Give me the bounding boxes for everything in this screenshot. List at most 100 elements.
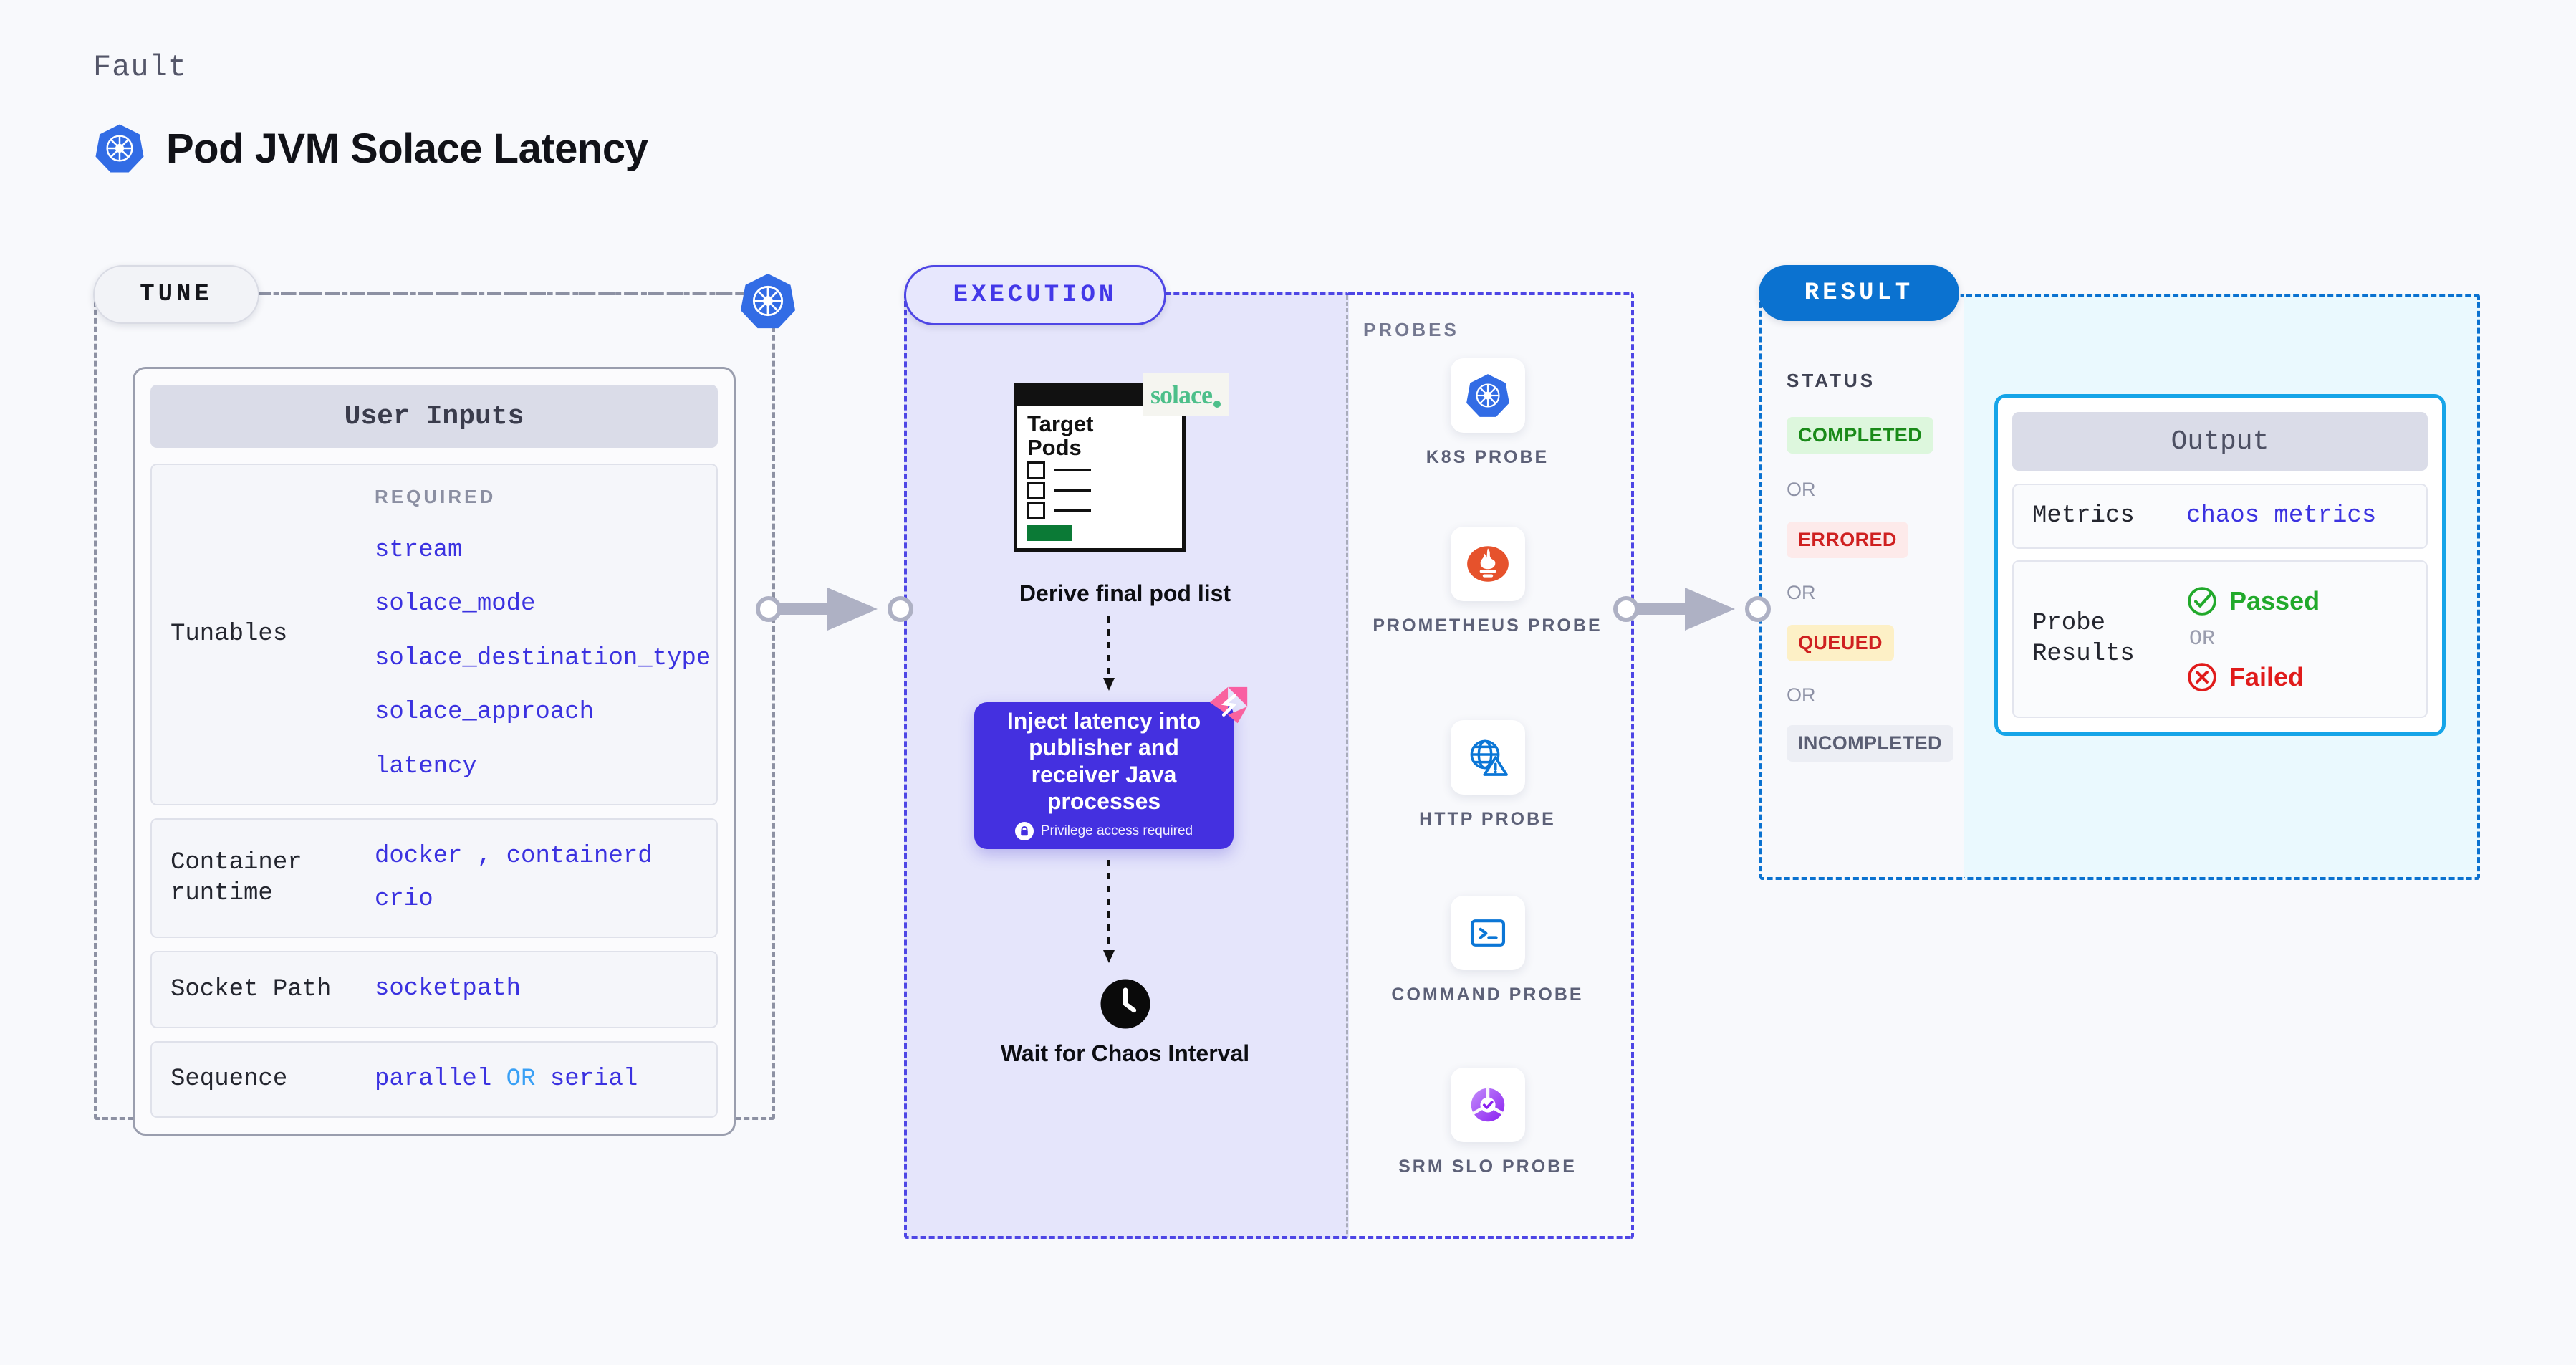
kubernetes-icon (95, 124, 144, 173)
tune-dashed-connector (258, 292, 752, 295)
probe-item-k8s[interactable]: K8S PROBE (1346, 358, 1629, 470)
probe-label: COMMAND PROBE (1391, 985, 1584, 1005)
tune-to-execution-arrow (756, 588, 913, 631)
check-circle-icon (2188, 586, 2216, 616)
chaos-fault-marker-icon (1209, 686, 1248, 724)
result-stage-pill[interactable]: RESULT (1759, 265, 1959, 321)
status-or-label: OR (1787, 479, 1816, 500)
output-row-probe-results: Probe Results Passed OR Failed (2012, 560, 2428, 718)
runtime-docker: docker (375, 843, 463, 870)
probe-verdicts: Passed OR Failed (2186, 585, 2320, 693)
probes-section-container (1346, 292, 1634, 1239)
output-row-metrics: Metrics chaos metrics (2012, 484, 2428, 549)
terminal-icon (1470, 919, 1505, 947)
sequence-or: OR (506, 1065, 536, 1093)
tune-row-container-runtime: Container runtime docker , containerd cr… (150, 818, 718, 938)
output-row-value: chaos metrics (2186, 502, 2377, 530)
derive-final-pod-list-label: Derive final pod list (1019, 580, 1231, 606)
status-badge-errored: ERRORED (1787, 522, 1908, 558)
sequence-parallel: parallel (375, 1065, 492, 1093)
output-title: Output (2012, 412, 2428, 471)
status-title: STATUS (1787, 370, 1876, 391)
target-pod-list-item (1017, 479, 1182, 500)
execution-to-result-arrow (1613, 588, 1771, 631)
probe-verdict-or: OR (2189, 626, 2216, 651)
tune-stage-pill[interactable]: TUNE (93, 265, 259, 324)
tune-row-key: Socket Path (170, 975, 332, 1003)
solace-logo: solace (1143, 373, 1229, 416)
inject-to-wait-arrow (1103, 860, 1115, 963)
checkbox-icon (1027, 461, 1045, 480)
wait-for-chaos-interval-label: Wait for Chaos Interval (1000, 1040, 1250, 1066)
derive-to-inject-arrow (1103, 616, 1115, 691)
probe-label: PROMETHEUS PROBE (1373, 616, 1602, 636)
tune-row-key: Container runtime (170, 849, 302, 907)
tunable-solace-mode: solace_mode (375, 590, 536, 618)
privilege-note-text: Privilege access required (1040, 823, 1193, 839)
failed-label: Failed (2229, 661, 2305, 691)
inject-latency-text: Inject latency into publisher and receiv… (1006, 707, 1201, 814)
tunable-solace-approach: solace_approach (375, 699, 595, 726)
probe-tile (1450, 527, 1525, 601)
status-badge-completed: COMPLETED (1787, 417, 1934, 454)
passed-label: Passed (2229, 585, 2320, 616)
runtime-containerd: containerd (506, 843, 653, 870)
tune-row-key: Tunables (170, 621, 288, 648)
probe-verdict-passed: Passed (2186, 585, 2320, 617)
list-dash (1054, 489, 1091, 492)
clock-icon (1100, 979, 1150, 1029)
probe-item-prometheus[interactable]: PROMETHEUS PROBE (1346, 527, 1629, 638)
tune-row-key: Sequence (170, 1065, 288, 1093)
probe-item-http[interactable]: HTTP PROBE (1346, 720, 1629, 832)
probe-item-command[interactable]: COMMAND PROBE (1346, 896, 1629, 1007)
tune-row-value: REQUIRED stream solace_mode solace_desti… (375, 481, 711, 788)
tunable-latency: latency (375, 752, 477, 780)
probe-label: K8S PROBE (1426, 447, 1549, 467)
probe-label: HTTP PROBE (1419, 809, 1556, 829)
probe-tile (1450, 896, 1525, 970)
globe-warning-icon (1470, 739, 1508, 776)
page-title: Pod JVM Solace Latency (166, 125, 648, 172)
tune-row-tunables: Tunables REQUIRED stream solace_mode sol… (150, 464, 718, 805)
status-or-label: OR (1787, 684, 1816, 706)
fault-eyebrow-label: Fault (93, 50, 188, 85)
kubernetes-icon (1466, 374, 1509, 417)
status-badge-queued: QUEUED (1787, 625, 1894, 661)
prometheus-icon (1466, 546, 1509, 582)
target-pod-list-item (1017, 459, 1182, 480)
status-or-label: OR (1787, 582, 1816, 603)
target-pods-title: Target Pods (1027, 411, 1094, 460)
kubernetes-icon (740, 273, 796, 329)
output-row-key: Probe Results (2032, 610, 2135, 668)
checkbox-icon (1027, 482, 1045, 500)
probe-label: SRM SLO PROBE (1398, 1156, 1577, 1177)
probe-tile (1450, 1068, 1525, 1142)
user-inputs-card: User Inputs Tunables REQUIRED stream sol… (133, 367, 736, 1136)
tune-row-sequence: Sequence parallel OR serial (150, 1040, 718, 1118)
solace-logo-text: solace (1150, 380, 1213, 409)
runtime-separator: , (476, 843, 492, 870)
status-badge-incompleted: INCOMPLETED (1787, 725, 1953, 762)
execution-stage-pill[interactable]: EXECUTION (904, 265, 1166, 325)
user-inputs-title: User Inputs (150, 385, 718, 448)
tunable-stream: stream (375, 536, 463, 564)
tune-row-socket-path: Socket Path socketpath (150, 951, 718, 1028)
output-row-key: Metrics (2032, 502, 2135, 530)
srm-slo-icon (1471, 1086, 1504, 1122)
probe-tile (1450, 720, 1525, 795)
lock-icon (1014, 822, 1034, 841)
tune-row-value: parallel OR serial (375, 1058, 638, 1101)
sequence-serial: serial (549, 1065, 638, 1093)
probe-tile (1450, 358, 1525, 433)
probe-verdict-failed: Failed (2186, 661, 2320, 693)
required-label: REQUIRED (375, 486, 496, 507)
output-card: Output Metrics chaos metrics Probe Resul… (1994, 394, 2446, 736)
list-dash (1054, 469, 1091, 472)
probe-item-srm-slo[interactable]: SRM SLO PROBE (1346, 1068, 1629, 1179)
tune-row-value: socketpath (375, 975, 522, 1002)
page-title-row: Pod JVM Solace Latency (93, 122, 648, 175)
privilege-note: Privilege access required (1014, 822, 1193, 841)
inject-latency-node: Inject latency into publisher and receiv… (974, 702, 1234, 849)
list-dash (1054, 509, 1091, 512)
